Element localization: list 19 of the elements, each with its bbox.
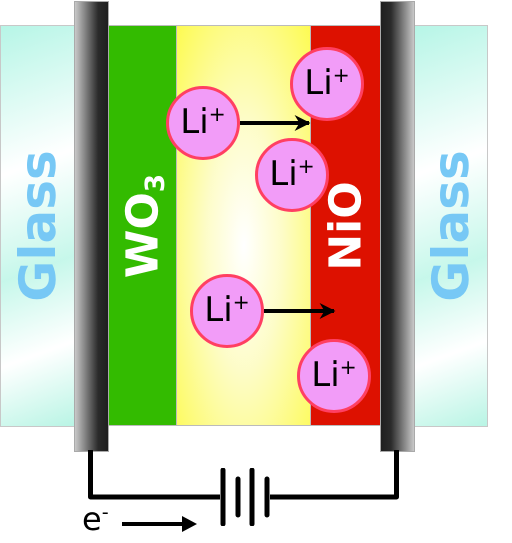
arrow	[240, 115, 311, 131]
glass-panel	[0, 25, 76, 427]
arrow	[264, 303, 336, 319]
glass-panel	[413, 25, 488, 427]
layer-label: NiO	[320, 180, 372, 270]
battery-symbol	[220, 468, 270, 526]
wire	[270, 450, 399, 500]
ion-label: Li$^{+}$	[204, 290, 250, 330]
tungsten-oxide-layer	[107, 25, 178, 426]
electrode-bar	[380, 1, 415, 452]
ion-label: Li$^{+}$	[311, 355, 357, 395]
wire	[88, 450, 220, 500]
ion-label: Li$^{+}$	[304, 63, 350, 103]
electron-label: e$^{-}$	[82, 500, 109, 538]
ion-label: Li$^{+}$	[180, 102, 226, 142]
layer-label: Glass	[9, 150, 67, 302]
electrode-bar	[74, 1, 109, 452]
layer-label: Glass	[422, 150, 480, 302]
ion-label: Li$^{+}$	[269, 154, 315, 194]
